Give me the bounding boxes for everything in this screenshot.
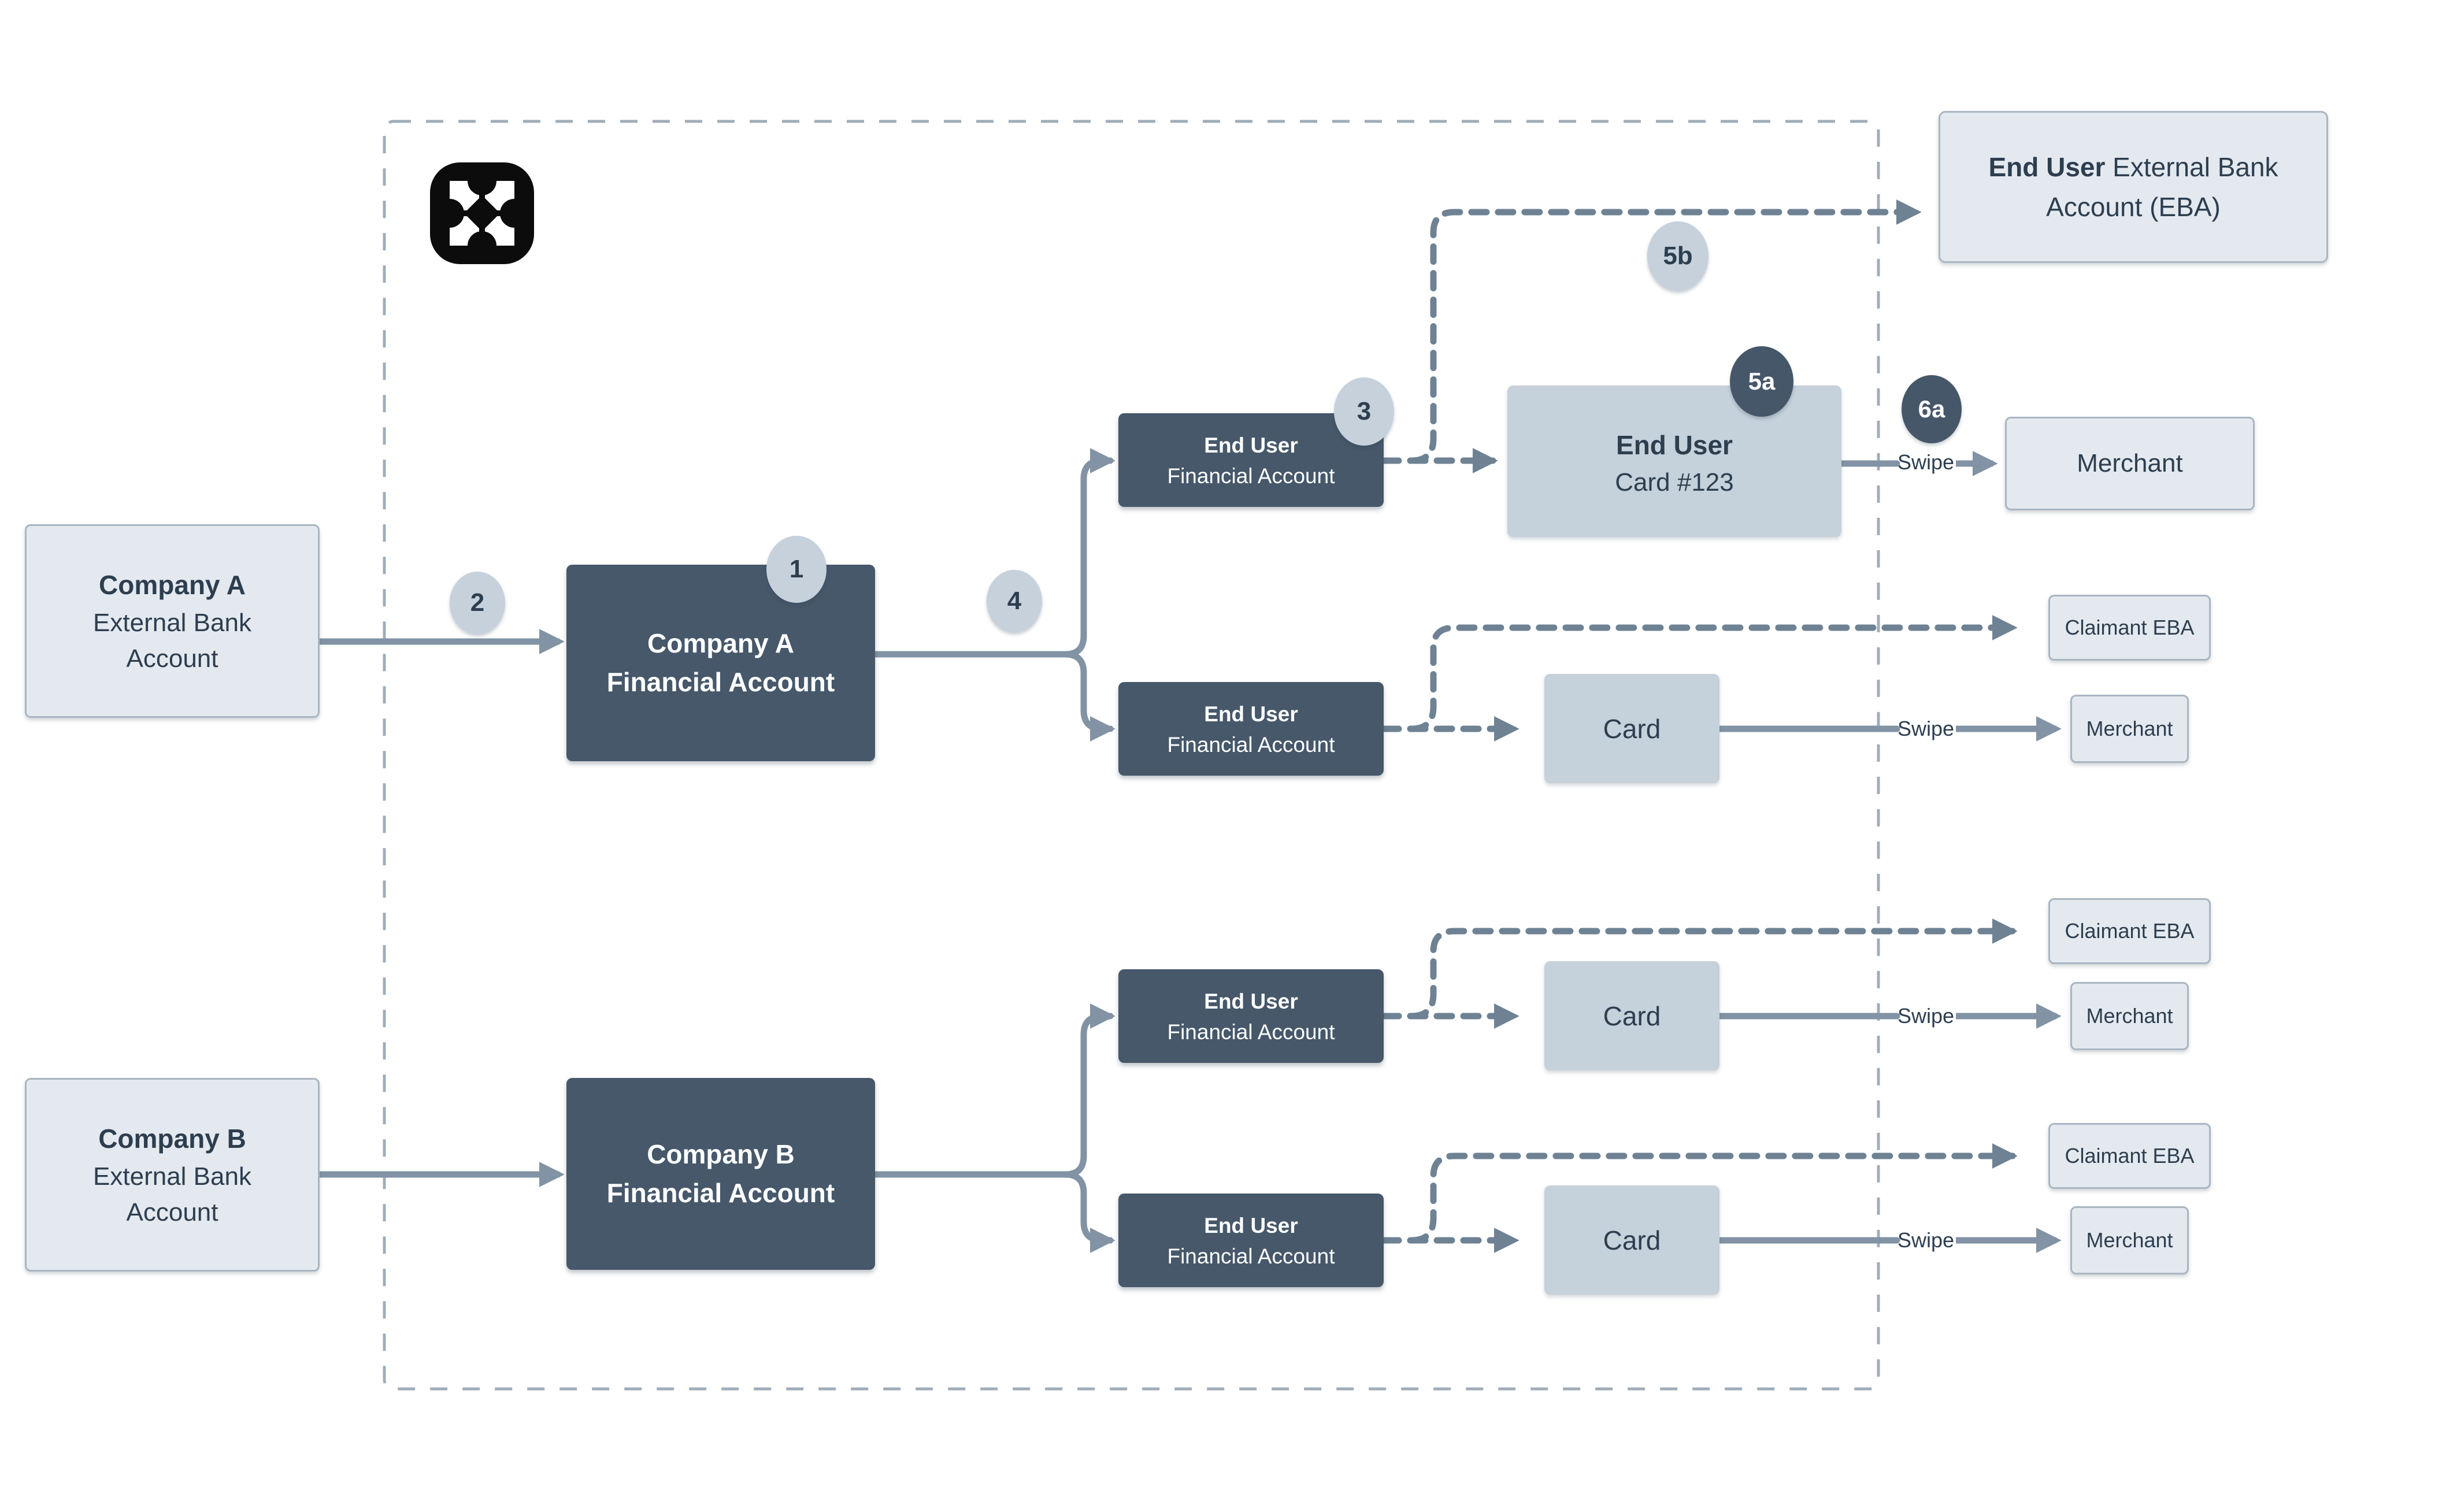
company-b-eba-title: Company B	[98, 1124, 246, 1154]
company-b-external-bank-account: Company B External Bank Account	[25, 1078, 320, 1272]
card-4: Card	[1544, 1185, 1719, 1295]
end-user-financial-account-2: End User Financial Account	[1118, 682, 1384, 776]
platform-boundary	[383, 120, 1880, 1391]
merchant-1: Merchant	[2005, 417, 2255, 510]
eufa2-line1: End User	[1204, 702, 1298, 727]
company-b-fa-line2: Financial Account	[606, 1178, 835, 1208]
end-user-eba-bold: End User	[1988, 151, 2106, 182]
claimant-eba-2: Claimant EBA	[2048, 595, 2211, 661]
increase-logo	[430, 162, 534, 264]
company-a-fa-line1: Company A	[647, 628, 794, 659]
eufa3-line2: Financial Account	[1167, 1020, 1335, 1044]
company-b-financial-account: Company B Financial Account	[566, 1078, 875, 1270]
company-a-financial-account: Company A Financial Account	[566, 565, 875, 761]
end-user-card-123: End User Card #123	[1507, 386, 1841, 537]
eufa4-line2: Financial Account	[1167, 1244, 1335, 1268]
eufa2-line2: Financial Account	[1167, 732, 1335, 757]
eufa3-line1: End User	[1204, 990, 1298, 1014]
company-a-eba-title: Company A	[99, 570, 246, 601]
merchant-3: Merchant	[2070, 982, 2189, 1050]
swipe-label-3: Swipe	[1897, 1004, 1955, 1028]
end-user-external-bank-account: End User External Bank Account (EBA)	[1939, 111, 2328, 263]
company-b-eba-subtitle: External Bank Account	[93, 1162, 251, 1226]
end-user-card-line2: Card #123	[1615, 468, 1734, 497]
step-badge-4: 4	[987, 570, 1042, 632]
step-badge-1: 1	[766, 536, 827, 603]
increase-logo-icon	[430, 162, 534, 264]
swipe-label-2: Swipe	[1897, 717, 1955, 740]
claimant-eba-3: Claimant EBA	[2048, 898, 2211, 964]
card-3: Card	[1544, 961, 1719, 1070]
company-a-external-bank-account: Company A External Bank Account	[25, 524, 320, 718]
eufa1-line2: Financial Account	[1167, 464, 1335, 488]
swipe-label-1: Swipe	[1897, 450, 1955, 474]
company-a-fa-line2: Financial Account	[606, 667, 835, 697]
merchant-4: Merchant	[2070, 1206, 2189, 1274]
step-badge-6a: 6a	[1902, 375, 1962, 443]
end-user-eba-text: End User External Bank Account (EBA)	[1940, 147, 2326, 227]
merchant-2: Merchant	[2070, 695, 2189, 763]
card-2: Card	[1544, 674, 1719, 783]
claimant-eba-4: Claimant EBA	[2048, 1123, 2211, 1189]
step-badge-5b: 5b	[1647, 221, 1709, 291]
company-b-fa-line1: Company B	[647, 1139, 795, 1170]
end-user-financial-account-4: End User Financial Account	[1118, 1194, 1384, 1287]
eufa1-line1: End User	[1204, 433, 1298, 458]
step-badge-5a: 5a	[1730, 346, 1793, 417]
end-user-financial-account-3: End User Financial Account	[1118, 969, 1384, 1063]
eufa4-line1: End User	[1204, 1214, 1298, 1238]
end-user-card-line1: End User	[1616, 429, 1733, 460]
company-a-eba-subtitle: External Bank Account	[93, 609, 251, 673]
step-badge-2: 2	[450, 572, 505, 634]
swipe-label-4: Swipe	[1897, 1228, 1955, 1252]
step-badge-3: 3	[1334, 377, 1394, 446]
end-user-eba-rest: External Bank Account (EBA)	[2046, 151, 2278, 222]
